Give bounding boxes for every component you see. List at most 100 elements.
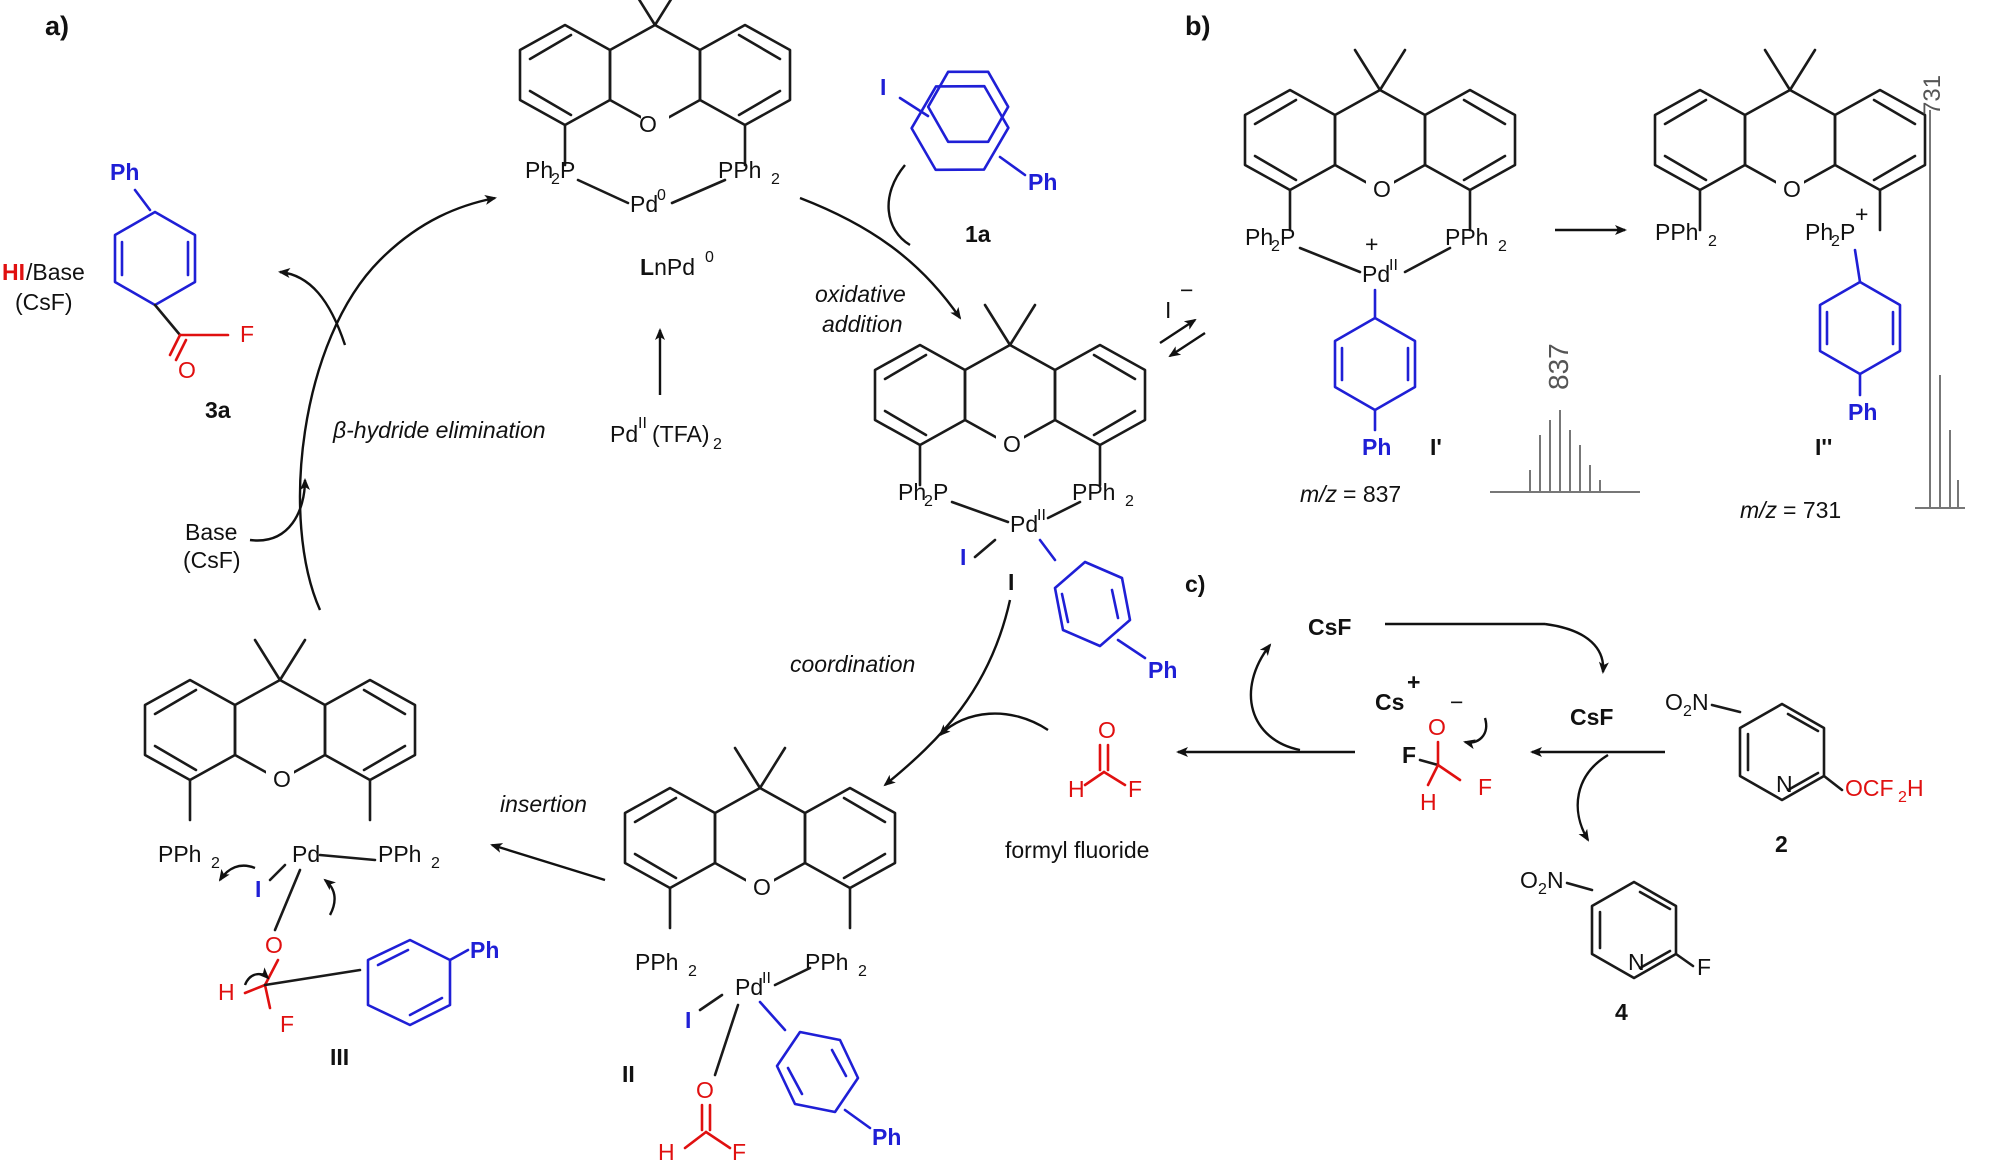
formyl-fluoride: O H F formyl fluoride [1005,717,1149,863]
svg-text:II: II [762,970,771,987]
svg-text:Pd: Pd [292,841,320,867]
svg-text:Pd: Pd [610,421,638,447]
svg-text:I: I [255,876,261,902]
svg-text:= 837: = 837 [1343,481,1401,507]
svg-text:H: H [1907,775,1924,801]
svg-text:PPh: PPh [1655,219,1698,245]
svg-text:Ph: Ph [110,159,139,185]
svg-text:2: 2 [924,493,933,510]
svg-text:O: O [696,1077,714,1103]
label-base: Base [185,519,237,545]
svg-text:O: O [265,932,283,958]
svg-text:O: O [639,111,657,137]
svg-text:Ph: Ph [898,479,926,505]
svg-text:formyl fluoride: formyl fluoride [1005,837,1149,863]
ms-peak-837: 837 [1490,343,1640,493]
label-1a: 1a [965,221,991,247]
svg-text:F: F [732,1139,746,1163]
svg-text:2: 2 [771,171,780,188]
svg-text:= 731: = 731 [1783,497,1841,523]
svg-text:F: F [240,321,254,347]
svg-text:2: 2 [1683,703,1692,720]
panel-label-b: b) [1185,11,1210,41]
svg-text:O: O [1665,689,1683,715]
svg-text:2: 2 [713,436,722,453]
svg-text:O: O [1520,867,1538,893]
svg-text:(CsF): (CsF) [15,289,72,315]
svg-text:O: O [178,357,196,383]
label-III: III [330,1044,349,1070]
ms-peak-731: 731 [1915,75,1965,509]
svg-text:OCF: OCF [1845,775,1894,801]
svg-text:PPh: PPh [158,841,201,867]
svg-text:Ph: Ph [525,157,553,183]
svg-text:837: 837 [1543,343,1574,390]
svg-text:Pd: Pd [630,191,658,217]
svg-text:m/z: m/z [1740,497,1778,523]
svg-text:Pd: Pd [1362,261,1390,287]
svg-text:F: F [1697,954,1711,980]
label-addition: addition [822,311,903,337]
label-3a: 3a [205,397,231,423]
svg-text:m/z: m/z [1300,481,1338,507]
panel-label-a: a) [45,11,69,41]
svg-text:PPh: PPh [718,157,761,183]
substrate-1a: I Ph 1a [880,70,1057,247]
arrow-1a-in [887,164,911,247]
svg-text:F: F [1478,774,1492,800]
svg-text:2: 2 [551,171,560,188]
arrow-to-3a [278,268,347,346]
svg-text:Ph: Ph [1848,399,1877,425]
svg-text:H: H [658,1139,675,1163]
svg-text:O: O [1783,176,1801,202]
label-2: 2 [1775,831,1788,857]
label-II: II [622,1061,635,1087]
svg-text:I: I [685,1007,691,1033]
svg-text:PPh: PPh [1445,224,1488,250]
svg-text:F: F [280,1011,294,1037]
svg-text:2: 2 [211,855,220,872]
svg-text:Ph: Ph [872,1124,901,1150]
label-hi: HI [2,259,25,285]
svg-text:2: 2 [1538,881,1547,898]
svg-text:P: P [1280,224,1295,250]
arrow-beta-hydride [298,195,497,611]
svg-text:I: I [880,74,886,100]
svg-text:N: N [1628,949,1645,975]
svg-text:F: F [1402,742,1416,768]
svg-text:2: 2 [431,855,440,872]
svg-text:Pd: Pd [1010,511,1038,537]
label-beta-hydride: β-hydride elimination [332,417,546,443]
svg-text:II: II [638,415,647,432]
svg-text:O: O [273,766,291,792]
svg-text:P: P [560,157,575,183]
svg-text:+: + [1365,231,1378,257]
svg-text:CsF: CsF [1308,614,1351,640]
label-coordination: coordination [790,651,915,677]
svg-text:0: 0 [705,249,714,266]
svg-text:O: O [1373,176,1391,202]
svg-text:CsF: CsF [1570,704,1613,730]
svg-text:N: N [1547,867,1564,893]
svg-text:H: H [1420,789,1437,815]
svg-text:O: O [1098,717,1116,743]
svg-text:O: O [1428,714,1446,740]
svg-text:O: O [753,874,771,900]
arrow-oxidative-addition [799,196,962,320]
label-4: 4 [1615,999,1628,1025]
svg-text:/Base: /Base [26,259,85,285]
svg-text:PPh: PPh [1072,479,1115,505]
label-insertion: insertion [500,791,587,817]
svg-text:H: H [218,979,235,1005]
svg-text:Ph: Ph [1245,224,1273,250]
label-oxidative: oxidative [815,281,906,307]
svg-text:2: 2 [1125,493,1134,510]
svg-text:2: 2 [858,963,867,980]
